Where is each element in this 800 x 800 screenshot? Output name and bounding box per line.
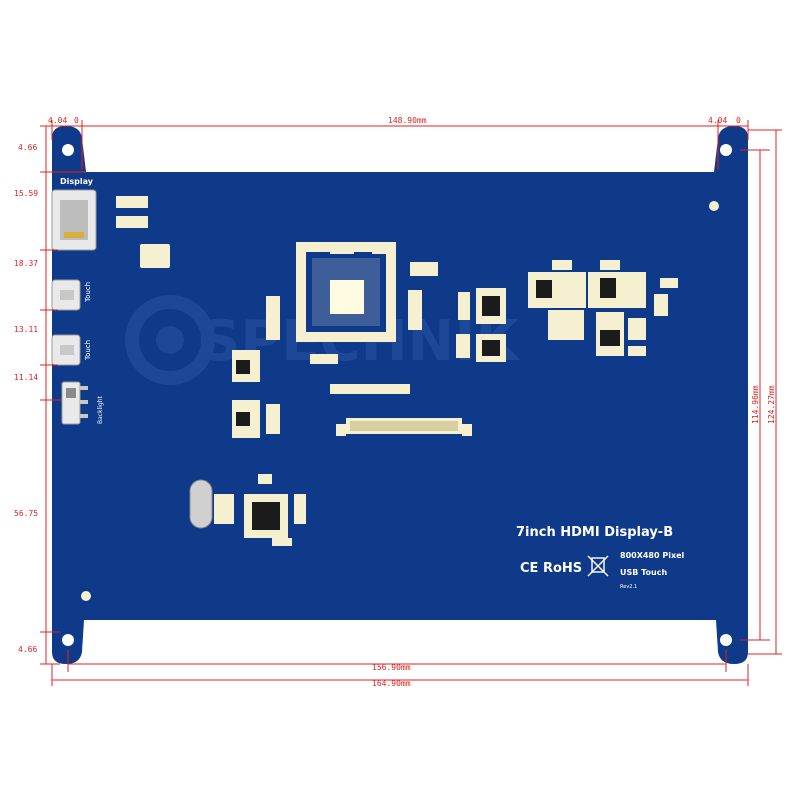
- dim-left-backlight: 11.14: [14, 373, 38, 382]
- dim-left-top: 4.66: [18, 143, 37, 152]
- usb-touch-connector-1: [51, 279, 81, 311]
- revision-label: Rev2.1: [620, 584, 637, 590]
- dim-left-display: 15.59: [14, 189, 38, 198]
- dim-top-left-margin: 4.04: [48, 116, 67, 125]
- main-controller-chip: [296, 242, 396, 342]
- backlight-label: Backlight: [97, 395, 104, 424]
- dim-top-width: 148.90mm: [388, 116, 427, 125]
- fiducial-top: [709, 201, 719, 211]
- dim-left-touch1: 18.37: [14, 259, 38, 268]
- spec-touch: USB Touch: [620, 568, 667, 577]
- hdmi-connector: [51, 189, 97, 251]
- dim-left-touch2: 13.11: [14, 325, 38, 334]
- display-label: Display: [60, 177, 94, 186]
- usb-touch-connector-2: [51, 334, 81, 366]
- dim-right-inner: 114.96mm: [751, 385, 760, 424]
- small-components: [116, 196, 678, 546]
- dim-bottom-inner: 156.90mm: [372, 663, 411, 672]
- dim-right-outer: 124.27mm: [767, 385, 776, 424]
- mount-hole-top-right: [720, 144, 732, 156]
- dim-left-lower: 56.75: [14, 509, 38, 518]
- dark-ics: [236, 278, 620, 530]
- pcb-board: [52, 126, 748, 664]
- touch-label-1: Touch: [84, 282, 92, 303]
- mount-hole-bottom-right: [720, 634, 732, 646]
- dim-top-right-margin-b: 0: [736, 116, 741, 125]
- dim-left-bottom: 4.66: [18, 645, 37, 654]
- touch-label-2: Touch: [84, 340, 92, 361]
- crystal-oscillator: [189, 479, 213, 529]
- dimension-lines: [40, 120, 782, 686]
- backlight-switch: [61, 381, 88, 425]
- dim-top-right-margin: 4.04: [708, 116, 727, 125]
- fiducial-bottom: [81, 591, 91, 601]
- mount-hole-bottom-left: [62, 634, 74, 646]
- board-title: 7inch HDMI Display-B: [516, 525, 673, 540]
- weee-bin-icon: [587, 555, 609, 577]
- spec-resolution: 800X480 Pixel: [620, 551, 685, 560]
- dim-bottom-outer: 164.90mm: [372, 679, 411, 688]
- mount-hole-top-left: [62, 144, 74, 156]
- dim-top-left-margin-b: 0: [74, 116, 79, 125]
- ffc-connector: [336, 418, 472, 436]
- certification-marks: CE RoHS: [520, 561, 582, 576]
